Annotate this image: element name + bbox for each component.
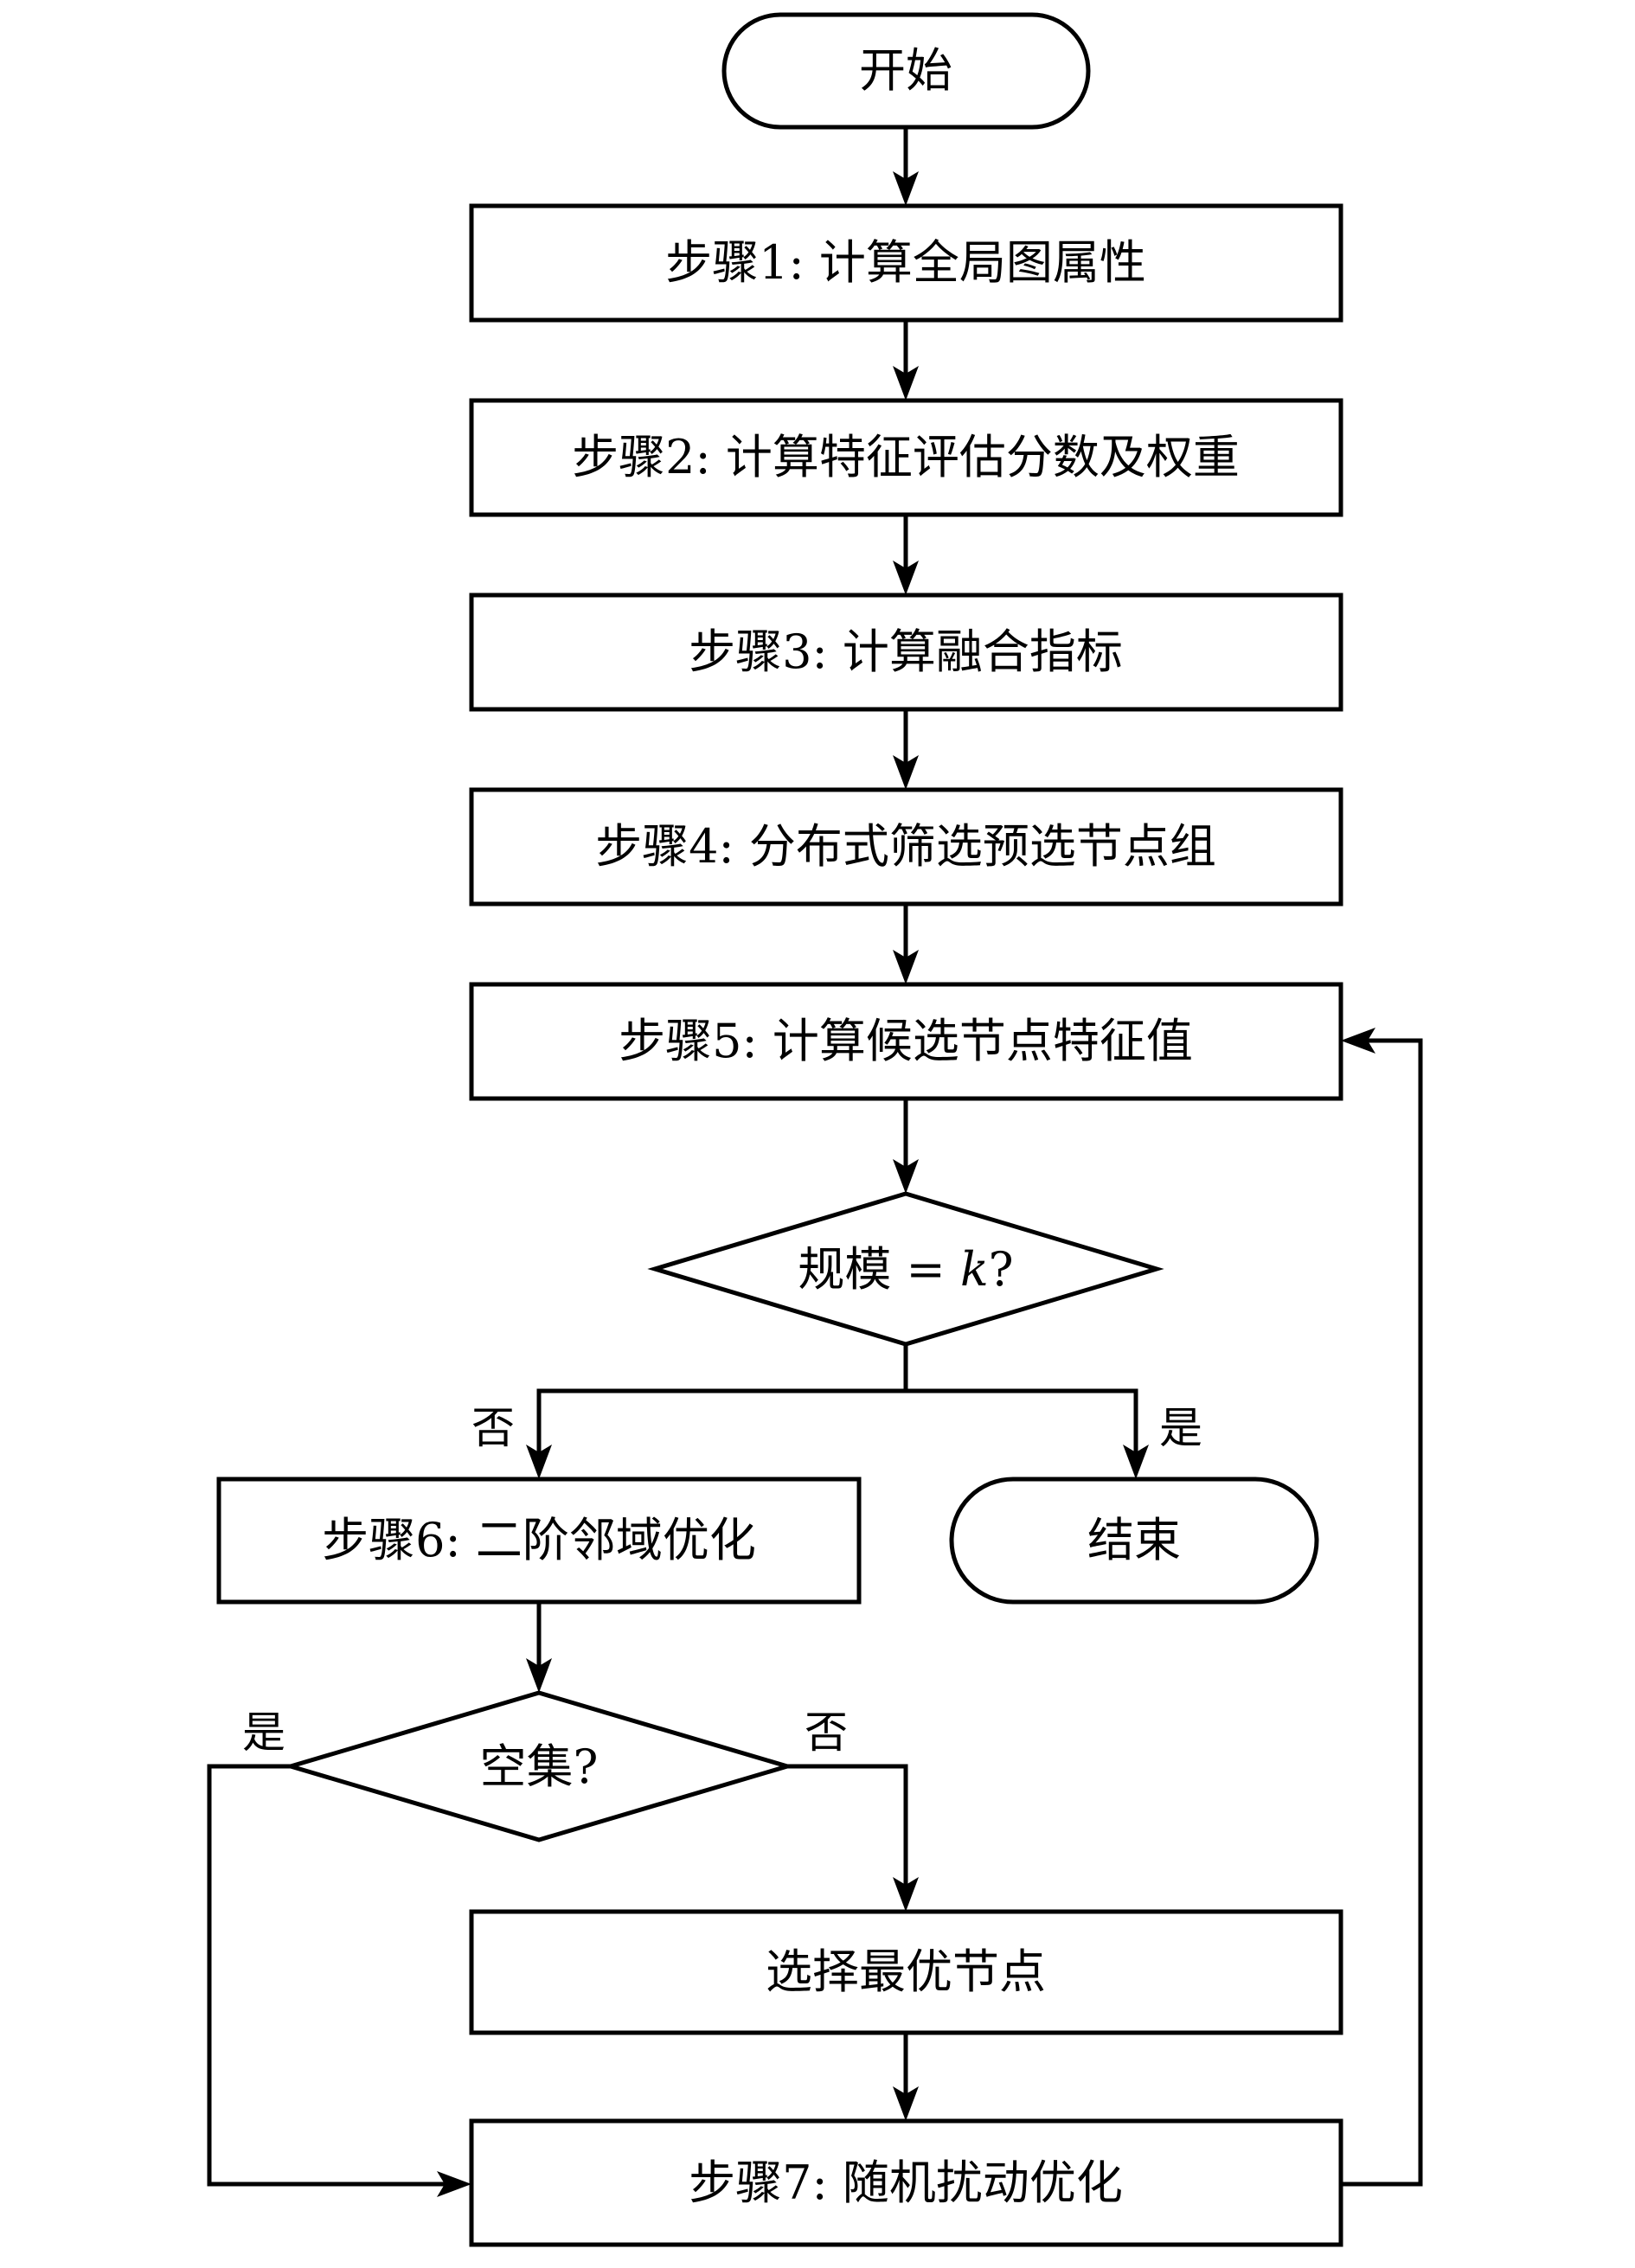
node-step6[interactable]: 步骤6: 二阶邻域优化	[216, 1477, 862, 1605]
arrowhead-right-step7	[437, 2171, 471, 2197]
process-shape	[469, 398, 1343, 517]
node-start-label: 开始	[859, 43, 952, 98]
arrowhead-down-end	[1123, 1445, 1149, 1479]
arrowhead-down-step5	[893, 950, 919, 984]
node-decision-size-label: 规模 = k?	[798, 1242, 1013, 1297]
decision-size-variable: k	[960, 1242, 989, 1297]
node-step1[interactable]: 步骤1: 计算全局图属性	[469, 203, 1343, 323]
edges	[207, 127, 1423, 2187]
arrowhead-down-step4	[893, 755, 919, 790]
node-step7[interactable]: 步骤7: 随机扰动优化	[469, 2118, 1343, 2247]
edge-step7-loop-step5	[1341, 1038, 1423, 2187]
arrowhead-down-step6	[526, 1445, 552, 1479]
node-decision-empty[interactable]: 空集?	[283, 1690, 795, 1842]
arrowhead-down-step7	[893, 2086, 919, 2121]
edge-label-empty-yes: 是	[242, 1707, 285, 1758]
node-step1-label: 步骤1: 计算全局图属性	[665, 235, 1146, 290]
node-step6-label: 步骤6: 二阶邻域优化	[322, 1513, 756, 1567]
node-step5[interactable]: 步骤5: 计算候选节点特征值	[469, 982, 1343, 1101]
node-step7-label: 步骤7: 随机扰动优化	[689, 2156, 1123, 2210]
edge-label-empty-no: 否	[805, 1707, 848, 1758]
decision-size-suffix: ?	[989, 1242, 1014, 1297]
process-shape	[216, 1477, 862, 1605]
node-step4[interactable]: 步骤4: 分布式筛选预选节点组	[469, 787, 1343, 907]
edge-empty-no-select	[787, 1764, 908, 1887]
edge-label-size-no: 否	[471, 1403, 515, 1453]
node-step3[interactable]: 步骤3: 计算融合指标	[469, 593, 1343, 712]
node-end-label: 结束	[1087, 1513, 1181, 1567]
node-step2-label: 步骤2: 计算特征评估分数及权重	[572, 430, 1240, 484]
node-end[interactable]: 结束	[949, 1477, 1319, 1605]
node-select-best-label: 选择最优节点	[766, 1944, 1046, 1999]
process-shape	[469, 1909, 1343, 2035]
arrowhead-left-step5	[1341, 1028, 1375, 1054]
process-shape	[469, 982, 1343, 1101]
decision-shape	[647, 1191, 1164, 1347]
edge-empty-yes-step7	[207, 1764, 447, 2187]
node-step3-label: 步骤3: 计算融合指标	[689, 625, 1123, 679]
process-shape	[469, 787, 1343, 907]
node-decision-size[interactable]: 规模 = k?	[647, 1191, 1164, 1347]
edge-decision-no-step6	[536, 1388, 906, 1455]
process-shape	[469, 593, 1343, 712]
edge-decision-yes-end	[906, 1388, 1138, 1455]
terminal-shape	[949, 1477, 1319, 1605]
terminal-shape	[721, 12, 1091, 130]
arrowheads	[437, 171, 1375, 2197]
arrowhead-down-step1	[893, 171, 919, 206]
process-shape	[469, 203, 1343, 323]
arrowhead-down-step2	[893, 366, 919, 400]
arrowhead-down-step3	[893, 561, 919, 595]
node-select-best[interactable]: 选择最优节点	[469, 1909, 1343, 2035]
decision-size-prefix: 规模 =	[798, 1242, 960, 1297]
arrowhead-down-decision	[893, 1159, 919, 1194]
node-step4-label: 步骤4: 分布式筛选预选节点组	[595, 819, 1216, 874]
node-step2[interactable]: 步骤2: 计算特征评估分数及权重	[469, 398, 1343, 517]
arrowhead-down-select	[893, 1877, 919, 1912]
node-decision-empty-label: 空集?	[480, 1739, 599, 1794]
decision-shape	[283, 1690, 795, 1842]
node-step5-label: 步骤5: 计算候选节点特征值	[619, 1014, 1193, 1068]
arrowhead-down-empty	[526, 1658, 552, 1693]
process-shape	[469, 2118, 1343, 2247]
edge-label-size-yes: 是	[1159, 1403, 1202, 1453]
node-start[interactable]: 开始	[721, 12, 1091, 130]
edge-labels: 否 是 是 否	[242, 1403, 1202, 1758]
